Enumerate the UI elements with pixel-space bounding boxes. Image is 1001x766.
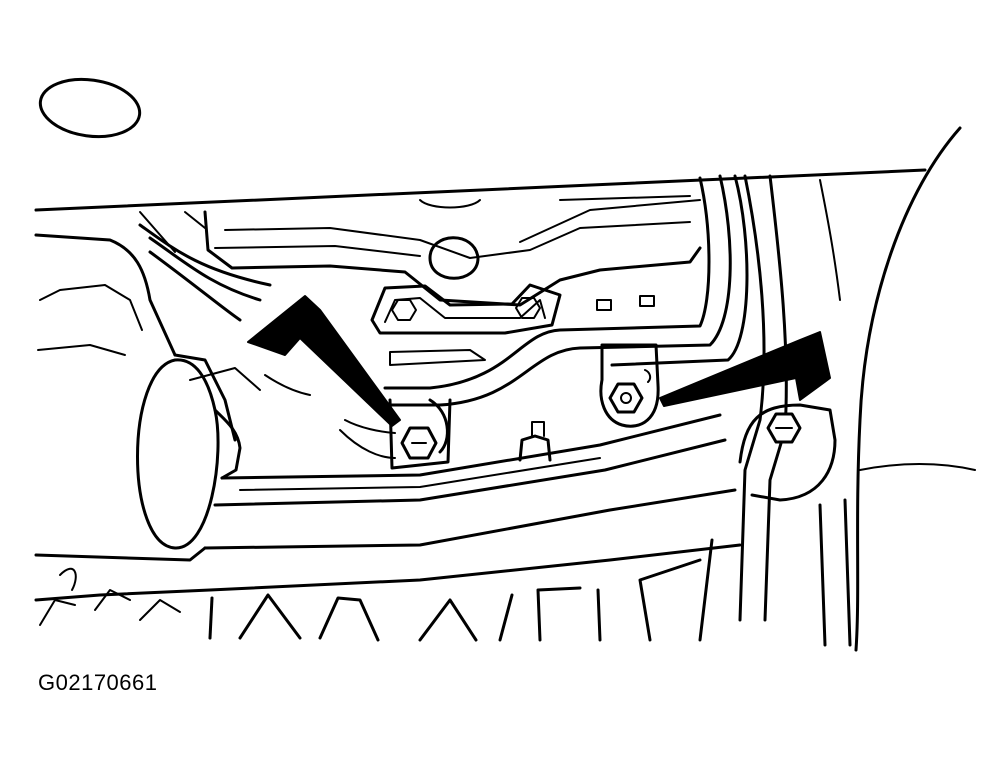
hex-bolt-icon [391, 299, 417, 321]
lower-structure [39, 498, 852, 647]
body-right-edge [854, 126, 962, 652]
hex-bolt-icon [608, 382, 644, 414]
hex-bolt-icon [515, 297, 541, 319]
right-bolt-assembly [599, 343, 660, 428]
center-stud [518, 421, 552, 462]
mount-bracket [370, 283, 562, 335]
arrow-pointer-icon [247, 295, 401, 427]
arrow-pointer-icon [659, 331, 831, 407]
wiring-harness [138, 223, 396, 434]
oval-hole [38, 77, 142, 139]
figure-code-label: G02170661 [38, 670, 158, 695]
upper-housing [139, 195, 702, 307]
left-body-panels [34, 233, 261, 442]
crossmember-beam [34, 413, 742, 602]
left-bolt-assembly [339, 398, 452, 470]
right-mount-bracket [738, 403, 837, 502]
body-right-inner [859, 463, 976, 471]
panel-top-edge [34, 168, 927, 212]
connector-tabs [389, 295, 655, 366]
cylinder-end-cap [136, 358, 242, 550]
